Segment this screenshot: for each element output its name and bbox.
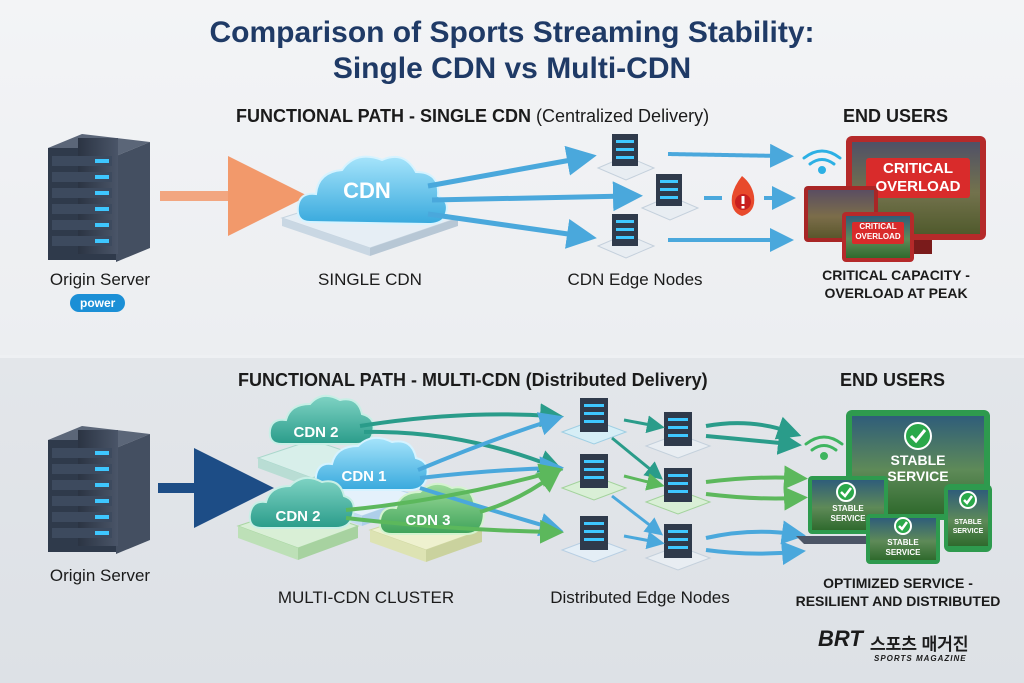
single-status-line1: CRITICAL CAPACITY -: [822, 267, 970, 283]
cdn-to-edge-arrow-2: [431, 181, 643, 212]
logo-brand: BRT: [818, 626, 863, 651]
stable-tablet-screen: [866, 514, 940, 564]
cdn-edge-nodes-label: CDN Edge Nodes: [567, 270, 703, 289]
distributed-edge-nodes-label: Distributed Edge Nodes: [550, 588, 730, 607]
single-status-caption: CRITICAL CAPACITY - OVERLOAD AT PEAK: [796, 266, 996, 302]
stable-phone-screen: [944, 484, 992, 552]
critical-overload-banner: CRITICAL OVERLOAD: [875, 160, 961, 195]
mesh-arrow: [611, 436, 663, 480]
edge-to-users-arrow: [705, 416, 802, 440]
multi-status-line1: OPTIMIZED SERVICE -: [823, 575, 973, 591]
edge-to-users-arrow: [705, 465, 808, 490]
single-cdn-heading: FUNCTIONAL PATH - SINGLE CDN (Centralize…: [236, 106, 710, 126]
page-title-line2: Single CDN vs Multi-CDN: [332, 52, 692, 85]
edge-node-icon: [560, 516, 628, 563]
cdn2-top-label: CDN 2: [293, 424, 339, 441]
wifi-icon: [802, 149, 842, 174]
stable-service-banner: STABLE SERVICE: [887, 452, 949, 484]
origin-server-label: Origin Server: [49, 270, 151, 289]
single-cdn-cloud-label: CDN: [343, 178, 391, 203]
edge-node-icon: [644, 468, 712, 515]
edge-node-icon: [640, 174, 700, 221]
edge-to-users-arrow: [705, 486, 808, 511]
edge-node-icon: [560, 398, 628, 445]
origin-power-badge: power: [70, 294, 126, 312]
edge-node-icon: [596, 214, 656, 259]
single-cdn-label: SINGLE CDN: [318, 270, 422, 289]
stable-service-phone: STABLE SERVICE: [952, 519, 984, 535]
cdn3-label: CDN 3: [405, 512, 451, 529]
overload-fire-icon: [731, 176, 755, 216]
brt-sports-magazine-logo: BRT 스포츠 매거진 SPORTS MAGAZINE: [818, 626, 1008, 670]
cdn1-cloud: [314, 436, 429, 491]
cdn-to-edge-arrow-1: [427, 145, 597, 189]
origin-server-label-multi: Origin Server: [49, 566, 151, 585]
cdn-to-edge-arrow-3: [427, 211, 597, 249]
edge-to-users-arrow-1: [667, 143, 794, 168]
mesh-arrow: [623, 415, 665, 434]
edge-node-icon: [644, 524, 712, 571]
edge-node-icon: [644, 412, 712, 459]
cluster-arrow: [345, 516, 564, 544]
cluster-arrow: [345, 463, 564, 512]
origin-server-icon: [48, 134, 150, 262]
multi-cdn-cluster-label: MULTI-CDN CLUSTER: [277, 588, 455, 607]
edge-node-icon: [560, 454, 628, 501]
overloaded-tablet-screen: [842, 212, 914, 262]
mesh-arrow: [623, 531, 665, 550]
cdn2-cloud-top: [268, 394, 375, 445]
multi-cdn-heading: FUNCTIONAL PATH - MULTI-CDN (Distributed…: [238, 370, 708, 390]
cluster-arrow: [359, 403, 564, 428]
multi-cdn-cluster-icon: [236, 394, 485, 562]
cluster-arrow: [479, 468, 562, 514]
mesh-arrow: [611, 494, 664, 536]
single-status-line2: OVERLOAD AT PEAK: [824, 285, 968, 301]
logo-sub: SPORTS MAGAZINE: [874, 654, 967, 663]
cluster-arrow: [417, 412, 564, 472]
origin-server-icon: [48, 426, 150, 554]
wifi-icon: [804, 435, 844, 460]
cdn3-cloud: [378, 482, 485, 535]
stable-service-tablet: STABLE SERVICE: [885, 538, 921, 557]
edge-to-users-arrow: [705, 541, 806, 566]
logo-korean: 스포츠 매거진: [870, 635, 969, 654]
mesh-arrow: [623, 473, 665, 491]
multi-end-users-heading: END USERS: [840, 370, 946, 390]
edge-node-icon: [596, 134, 656, 181]
origin-power-badge-text: power: [70, 294, 126, 312]
cdn2-left-label: CDN 2: [275, 508, 321, 525]
multi-status-caption: OPTIMIZED SERVICE - RESILIENT AND DISTRI…: [780, 574, 1016, 610]
edge-to-users-arrow: [705, 520, 806, 545]
page-title-line1: Comparison of Sports Streaming Stability…: [209, 16, 815, 49]
single-cdn-cloud-icon: [280, 155, 460, 256]
critical-overload-banner-small: CRITICAL OVERLOAD: [855, 222, 901, 241]
cdn1-label: CDN 1: [341, 468, 387, 485]
cluster-arrow: [363, 429, 564, 473]
single-end-users-heading: END USERS: [843, 106, 949, 126]
multi-status-line2: RESILIENT AND DISTRIBUTED: [795, 593, 1001, 609]
stable-service-laptop: STABLE SERVICE: [830, 504, 866, 523]
edge-to-users-arrow: [705, 430, 802, 455]
